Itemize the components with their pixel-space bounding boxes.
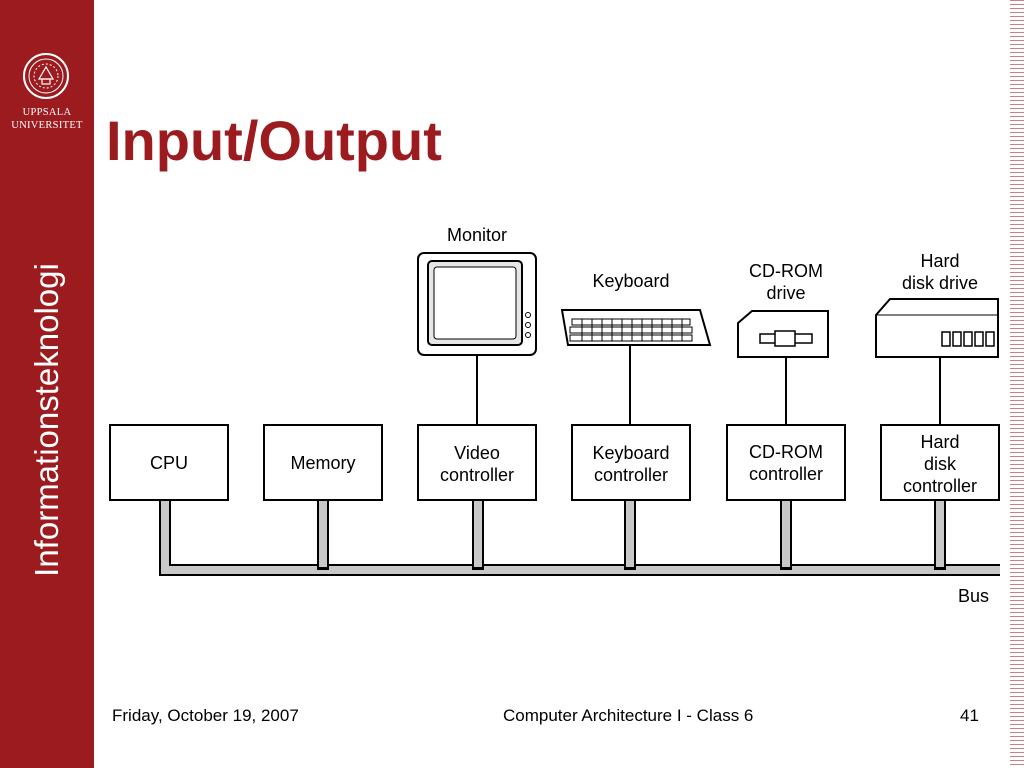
cpu-box	[109, 424, 229, 501]
keyboard-controller-label-2: controller	[594, 465, 668, 485]
keyboard-controller-label-1: Keyboard	[592, 443, 669, 463]
university-name-line2: UNIVERSITET	[11, 120, 83, 131]
cdrom-drive-label-2: drive	[766, 283, 805, 303]
bus-label: Bus	[958, 586, 989, 606]
cdrom-controller-label-1: CD-ROM	[749, 442, 823, 462]
bus	[159, 498, 1000, 576]
footer-page-number: 41	[960, 706, 979, 725]
slide-title: Input/Output	[106, 109, 442, 172]
video-controller-box	[417, 424, 537, 501]
keyboard-label: Keyboard	[592, 271, 669, 291]
hard-disk-drive-icon	[875, 298, 999, 358]
department-label: Informationsteknologi	[28, 263, 65, 577]
memory-box	[263, 424, 383, 501]
io-diagram: Bus CPU Memory Video controller Keyboard…	[109, 225, 1000, 606]
decorative-edge	[1010, 0, 1024, 768]
sidebar: UPPSALA UNIVERSITET Informationsteknolog…	[0, 0, 94, 768]
keyboard-icon	[560, 309, 712, 346]
footer-date: Friday, October 19, 2007	[112, 706, 299, 725]
video-controller-label-2: controller	[440, 465, 514, 485]
harddisk-controller-label-1: Hard	[920, 432, 959, 452]
hard-disk-drive-label-2: disk drive	[902, 273, 978, 293]
cdrom-controller-label-2: controller	[749, 464, 823, 484]
monitor-label: Monitor	[447, 225, 507, 245]
cdrom-drive-icon	[737, 310, 829, 358]
harddisk-controller-box	[880, 424, 1000, 501]
hard-disk-drive-label-1: Hard	[920, 251, 959, 271]
harddisk-controller-label-2: disk	[924, 454, 957, 474]
cdrom-drive-label-1: CD-ROM	[749, 261, 823, 281]
video-controller-label-1: Video	[454, 443, 500, 463]
university-seal-icon	[23, 53, 69, 99]
cdrom-controller-box	[726, 424, 846, 501]
harddisk-controller-label-3: controller	[903, 476, 977, 496]
keyboard-controller-box	[571, 424, 691, 501]
university-name-line1: UPPSALA	[22, 107, 72, 118]
cpu-label: CPU	[150, 453, 188, 473]
footer-course-title: Computer Architecture I - Class 6	[503, 706, 754, 725]
monitor-icon	[417, 252, 537, 356]
memory-label: Memory	[290, 453, 355, 473]
